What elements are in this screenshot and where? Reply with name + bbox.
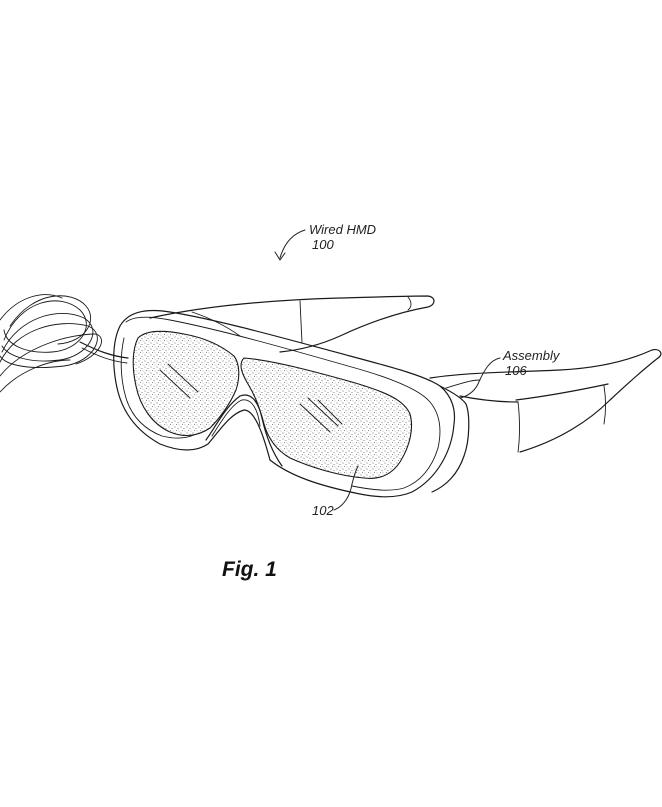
goggle-frame bbox=[113, 309, 481, 498]
hmd-ref-label: 100 bbox=[312, 237, 334, 252]
hmd-arrowhead bbox=[274, 251, 286, 261]
cable-coil bbox=[0, 294, 102, 393]
hmd-leader-arrow bbox=[279, 229, 306, 259]
lens-reflections bbox=[159, 363, 343, 433]
assembly-leader bbox=[459, 357, 501, 399]
lens-ref-label: 102 bbox=[312, 503, 334, 518]
rear-temple-arm bbox=[149, 295, 435, 353]
figure-caption: Fig. 1 bbox=[222, 558, 277, 581]
right-lens bbox=[240, 357, 413, 479]
assembly-ref-label: 106 bbox=[505, 363, 527, 378]
front-temple-arm bbox=[429, 349, 662, 453]
left-lens bbox=[132, 330, 240, 437]
assembly-name-label: Assembly bbox=[502, 348, 561, 363]
hmd-name-label: Wired HMD bbox=[309, 222, 376, 237]
lens-leader bbox=[333, 465, 359, 511]
cable-edge bbox=[81, 347, 128, 364]
cable bbox=[79, 341, 129, 359]
